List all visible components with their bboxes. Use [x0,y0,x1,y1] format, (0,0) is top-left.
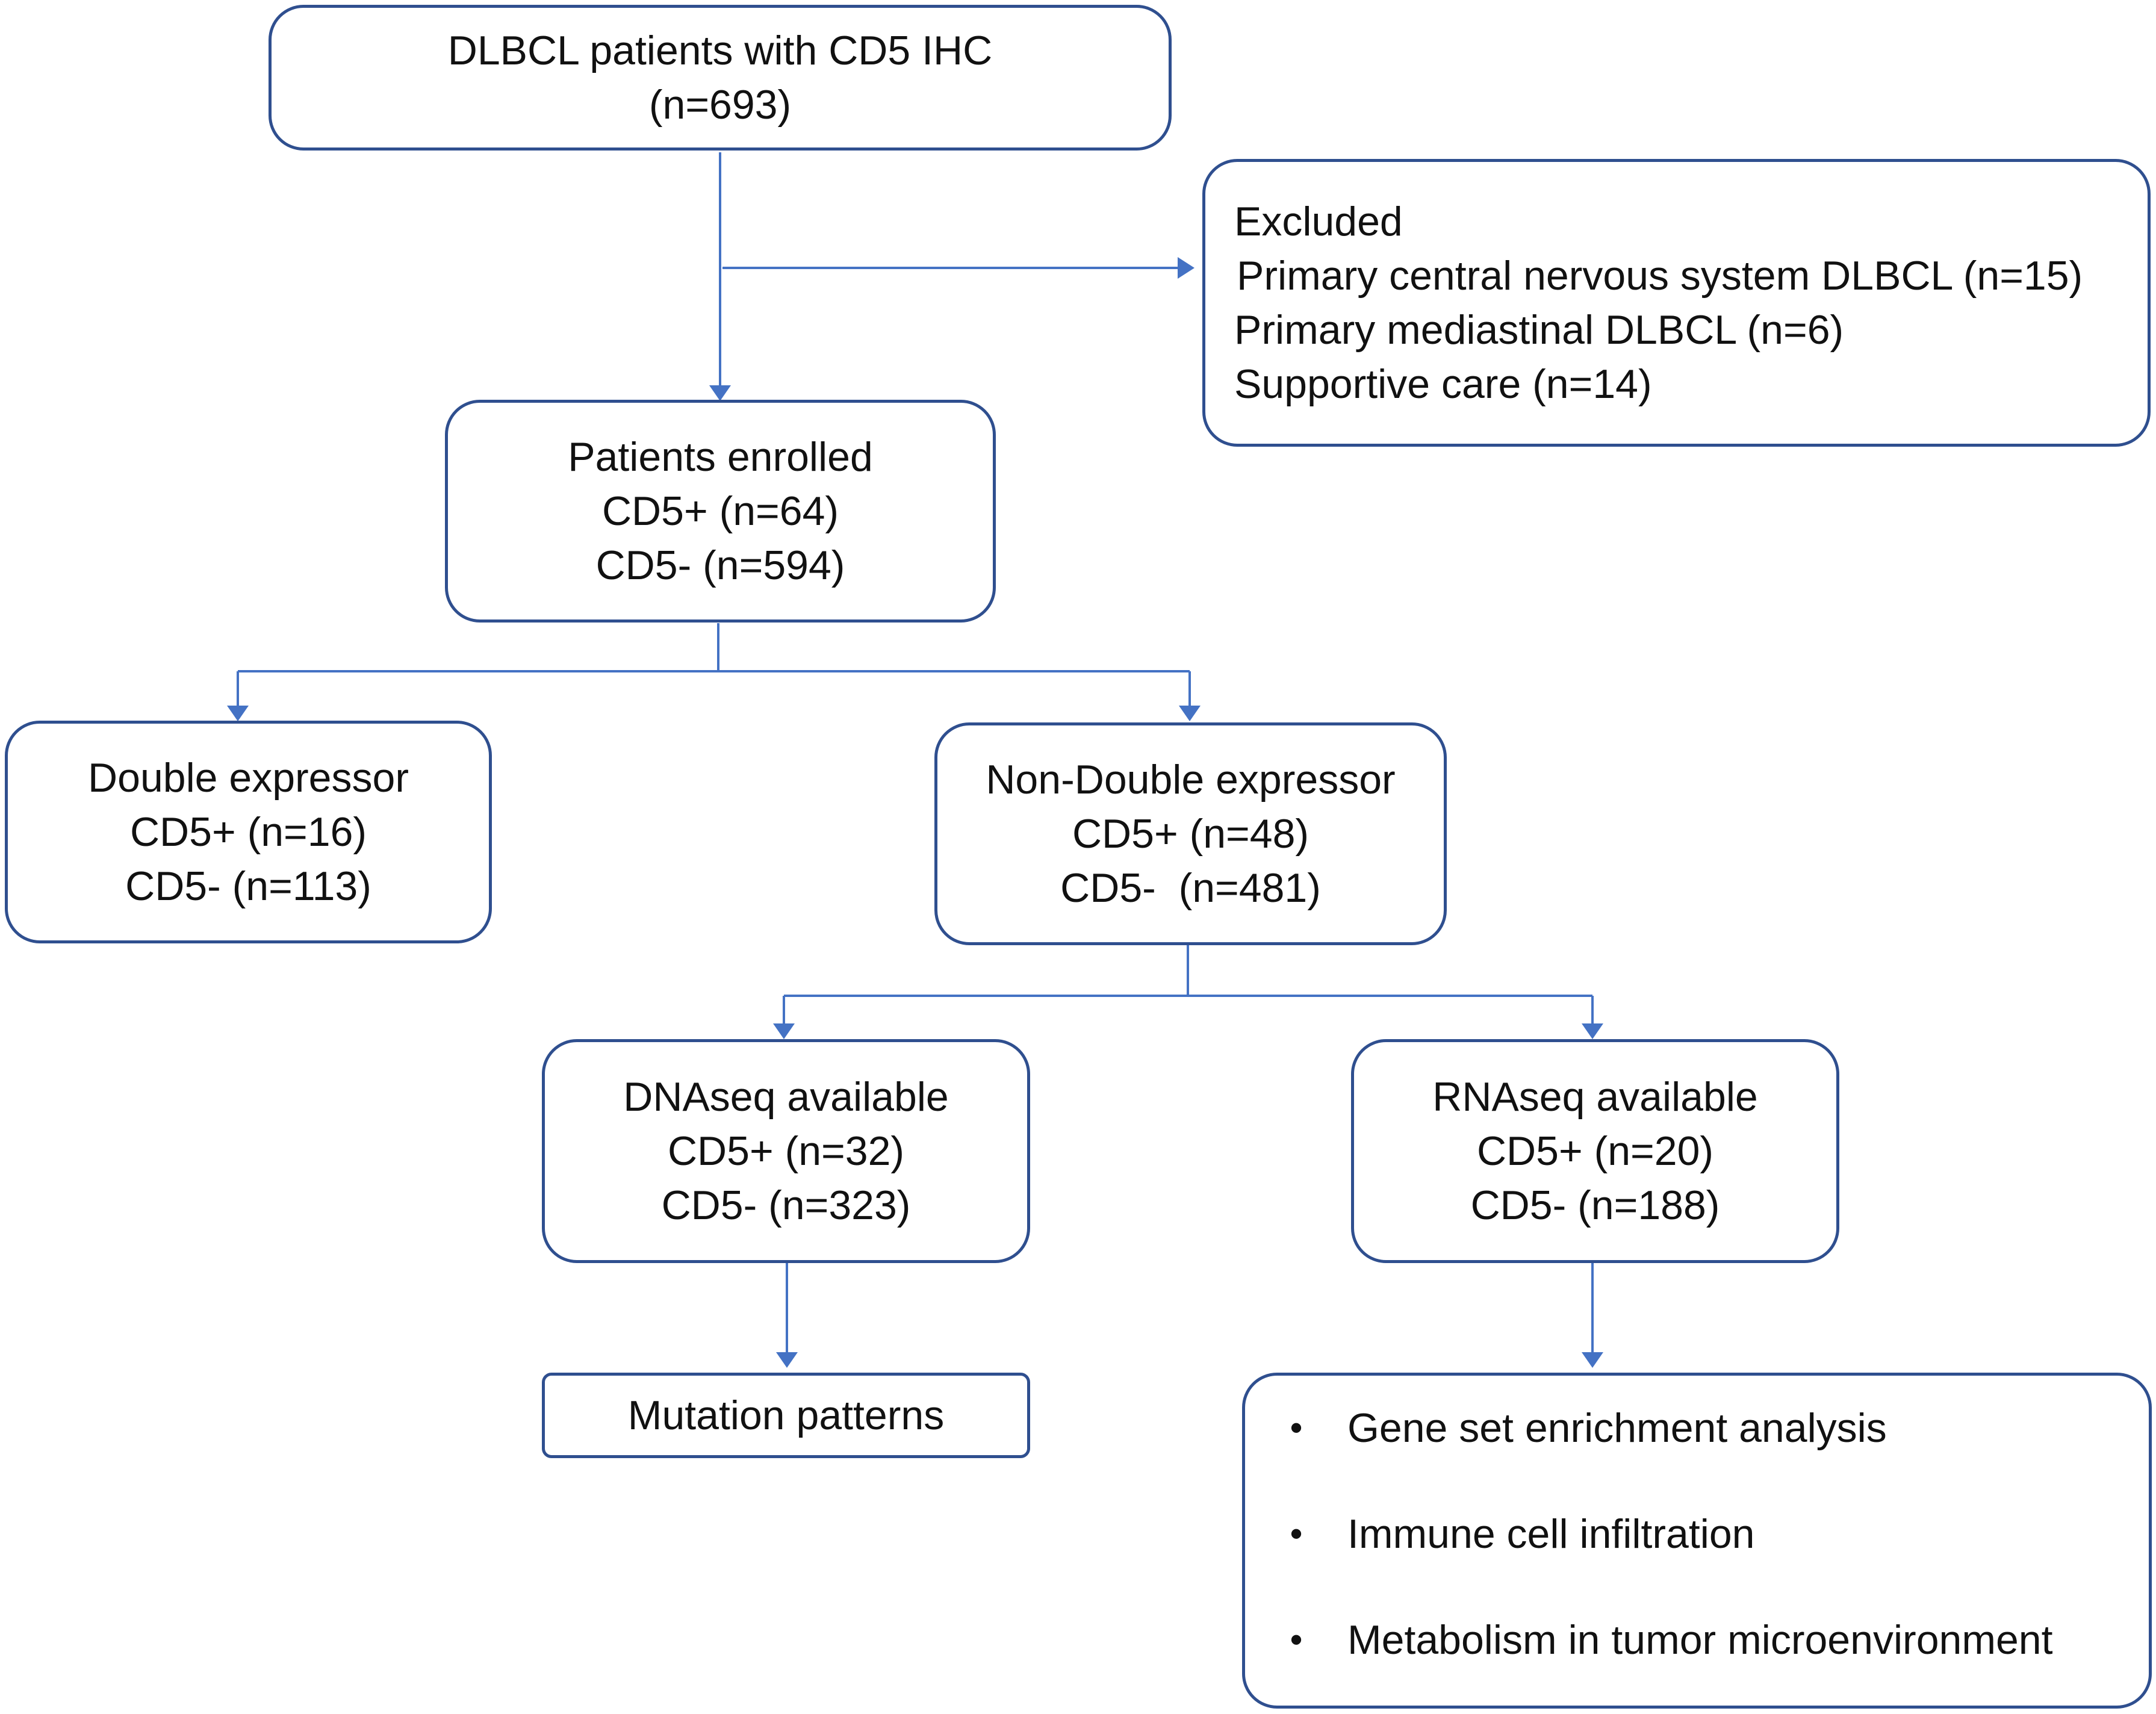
double-cd5-positive: CD5+ (n=16) [129,809,367,855]
mutation-label: Mutation patterns [627,1393,945,1438]
rnaseq-cd5-positive: CD5+ (n=20) [1476,1128,1714,1174]
excluded-item: Supportive care (n=14) [1234,361,1652,407]
arrow-to-analyses [1582,1352,1603,1368]
nondouble-title: Non-Double expressor [986,757,1396,803]
analysis-item-metabolism: Metabolism in tumor microenvironment [1347,1617,2053,1663]
arrow-to-double [227,706,249,721]
dnaseq-cd5-negative: CD5- (n=323) [661,1182,911,1228]
dnaseq-box: DNAseq available CD5+ (n=32) CD5- (n=323… [542,1039,1030,1263]
analyses-box: • Gene set enrichment analysis • Immune … [1242,1373,2152,1709]
arrow-to-rnaseq [1582,1023,1603,1039]
rnaseq-box: RNAseq available CD5+ (n=20) CD5- (n=188… [1351,1039,1839,1263]
excluded-box: Excluded Primary central nervous system … [1202,159,2151,447]
list-item: • Gene set enrichment analysis [1245,1401,1887,1455]
arrow-to-enrolled [709,385,731,401]
enrolled-box: Patients enrolled CD5+ (n=64) CD5- (n=59… [445,400,996,623]
enrolled-cd5-positive: CD5+ (n=64) [601,488,839,534]
arrow-to-excluded [1178,257,1194,279]
rnaseq-title: RNAseq available [1432,1074,1758,1120]
excluded-item: Primary mediastinal DLBCL (n=6) [1234,307,1844,353]
bullet-icon: • [1290,1514,1303,1554]
double-expressor-box: Double expressor CD5+ (n=16) CD5- (n=113… [5,721,492,943]
bullet-icon: • [1290,1408,1303,1448]
bullet-icon: • [1290,1619,1303,1660]
analysis-item-immune: Immune cell infiltration [1347,1511,1755,1557]
mutation-patterns-box: Mutation patterns [542,1373,1030,1458]
top-title: DLBCL patients with CD5 IHC [447,28,993,73]
top-count: (n=693) [648,82,792,128]
excluded-item: Primary central nervous system DLBCL (n=… [1237,253,2083,299]
enrolled-title: Patients enrolled [568,434,873,480]
arrow-to-nondouble [1179,706,1201,721]
analysis-item-gsea: Gene set enrichment analysis [1347,1405,1887,1451]
list-item: • Metabolism in tumor microenvironment [1245,1613,2053,1667]
rnaseq-cd5-negative: CD5- (n=188) [1470,1182,1720,1228]
list-item: • Immune cell infiltration [1245,1507,1754,1561]
excluded-title: Excluded [1234,199,1403,244]
arrow-to-mutation [776,1352,798,1368]
double-cd5-negative: CD5- (n=113) [125,863,371,909]
nondouble-cd5-positive: CD5+ (n=48) [1072,811,1309,857]
arrow-to-dnaseq [773,1023,795,1039]
non-double-expressor-box: Non-Double expressor CD5+ (n=48) CD5- (n… [934,722,1447,945]
nondouble-cd5-negative: CD5- (n=481) [1060,865,1321,911]
dnaseq-cd5-positive: CD5+ (n=32) [667,1128,905,1174]
double-title: Double expressor [88,755,409,801]
dnaseq-title: DNAseq available [623,1074,949,1120]
top-box: DLBCL patients with CD5 IHC (n=693) [269,5,1172,151]
enrolled-cd5-negative: CD5- (n=594) [595,542,845,588]
